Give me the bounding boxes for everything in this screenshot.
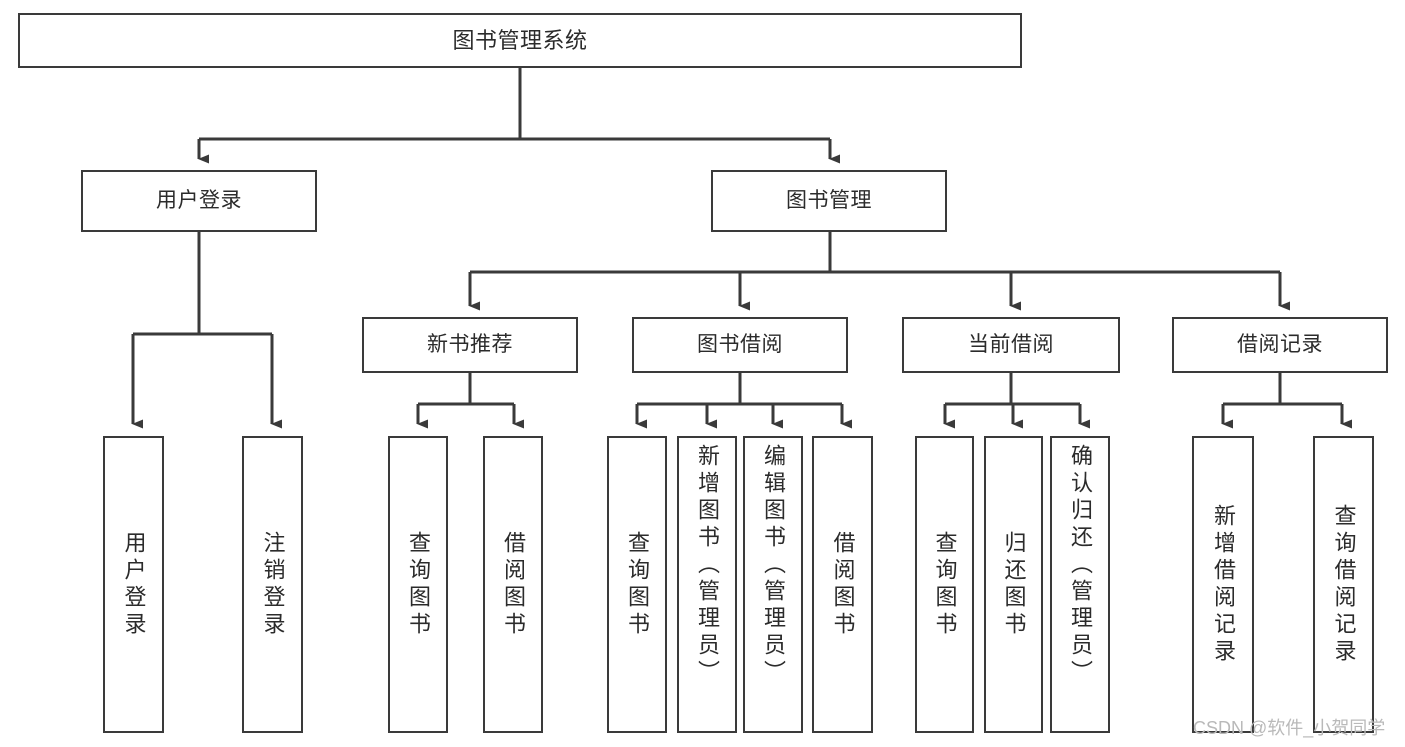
leaf-book-borrow-add-book-admin[interactable]: 新增图书（管理员） bbox=[677, 436, 737, 733]
leaf-label: 查询图书 bbox=[625, 530, 650, 639]
node-book-borrowing[interactable]: 图书借阅 bbox=[632, 317, 848, 373]
leaf-user-login-login[interactable]: 用户登录 bbox=[103, 436, 164, 733]
leaf-book-borrow-edit-book-admin[interactable]: 编辑图书（管理员） bbox=[743, 436, 803, 733]
leaf-book-borrow-query-book[interactable]: 查询图书 bbox=[607, 436, 667, 733]
node-book-management[interactable]: 图书管理 bbox=[711, 170, 947, 232]
leaf-user-login-logout[interactable]: 注销登录 bbox=[242, 436, 303, 733]
node-label: 图书管理 bbox=[786, 188, 872, 212]
node-root-system[interactable]: 图书管理系统 bbox=[18, 13, 1022, 68]
leaf-label: 编辑图书（管理员） bbox=[761, 444, 786, 687]
node-new-book-recommendation[interactable]: 新书推荐 bbox=[362, 317, 578, 373]
leaf-label: 新增借阅记录 bbox=[1211, 503, 1236, 666]
node-label: 用户登录 bbox=[156, 188, 242, 212]
leaf-borrow-record-query-record[interactable]: 查询借阅记录 bbox=[1313, 436, 1374, 733]
leaf-label: 借阅图书 bbox=[501, 530, 526, 639]
leaf-borrow-record-add-record[interactable]: 新增借阅记录 bbox=[1192, 436, 1254, 733]
node-label: 借阅记录 bbox=[1237, 332, 1323, 356]
leaf-label: 注销登录 bbox=[260, 530, 286, 639]
leaf-label: 查询图书 bbox=[406, 530, 431, 639]
csdn-watermark: CSDN @软件_小贺同学 bbox=[1193, 718, 1386, 738]
leaf-label: 确认归还（管理员） bbox=[1068, 444, 1093, 687]
node-label: 新书推荐 bbox=[427, 332, 513, 356]
leaf-new-book-query-book[interactable]: 查询图书 bbox=[388, 436, 448, 733]
leaf-label: 用户登录 bbox=[121, 530, 147, 639]
node-label: 当前借阅 bbox=[968, 332, 1054, 356]
leaf-book-borrow-borrow-book[interactable]: 借阅图书 bbox=[812, 436, 873, 733]
leaf-new-book-borrow-book[interactable]: 借阅图书 bbox=[483, 436, 543, 733]
leaf-current-borrow-confirm-return-admin[interactable]: 确认归还（管理员） bbox=[1050, 436, 1110, 733]
leaf-label: 查询借阅记录 bbox=[1331, 503, 1357, 666]
node-current-borrowing[interactable]: 当前借阅 bbox=[902, 317, 1120, 373]
leaf-current-borrow-return-book[interactable]: 归还图书 bbox=[984, 436, 1043, 733]
node-label: 图书借阅 bbox=[697, 332, 783, 356]
leaf-label: 查询图书 bbox=[932, 530, 958, 639]
leaf-label: 新增图书（管理员） bbox=[695, 444, 720, 687]
leaf-label: 借阅图书 bbox=[830, 530, 856, 639]
node-user-login[interactable]: 用户登录 bbox=[81, 170, 317, 232]
leaf-label: 归还图书 bbox=[1001, 530, 1027, 639]
node-borrow-record[interactable]: 借阅记录 bbox=[1172, 317, 1388, 373]
leaf-current-borrow-query-book[interactable]: 查询图书 bbox=[915, 436, 974, 733]
node-label: 图书管理系统 bbox=[452, 27, 588, 53]
